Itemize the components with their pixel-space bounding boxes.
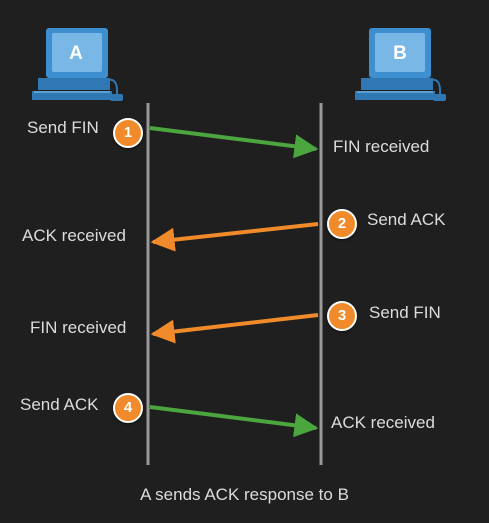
ack-arrow-a-to-b xyxy=(149,405,319,438)
host-b-label: B xyxy=(393,43,407,64)
step-4-receiver-text: ACK received xyxy=(331,413,435,432)
step-1-sender-text: Send FIN xyxy=(27,118,99,137)
step-1-badge: 1 xyxy=(113,118,143,148)
fin-arrow-b-to-a xyxy=(150,313,319,344)
desktop-computer-icon xyxy=(355,28,446,101)
step-3-sender-text: Send FIN xyxy=(369,303,441,322)
desktop-computer-icon xyxy=(32,28,123,101)
ack-arrow-b-to-a xyxy=(150,222,319,252)
step-2-receiver-text: ACK received xyxy=(22,226,126,245)
diagram-caption: A sends ACK response to B xyxy=(140,485,349,504)
step-4-badge: 4 xyxy=(113,393,143,423)
fin-arrow-a-to-b xyxy=(149,126,319,159)
step-2-sender-text: Send ACK xyxy=(367,210,446,229)
step-4-sender-text: Send ACK xyxy=(20,395,99,414)
step-3-receiver-text: FIN received xyxy=(30,318,127,337)
step-3-badge: 3 xyxy=(327,301,357,331)
step-1-receiver-text: FIN received xyxy=(333,137,430,156)
step-2-badge: 2 xyxy=(327,209,357,239)
host-a-label: A xyxy=(69,43,83,64)
